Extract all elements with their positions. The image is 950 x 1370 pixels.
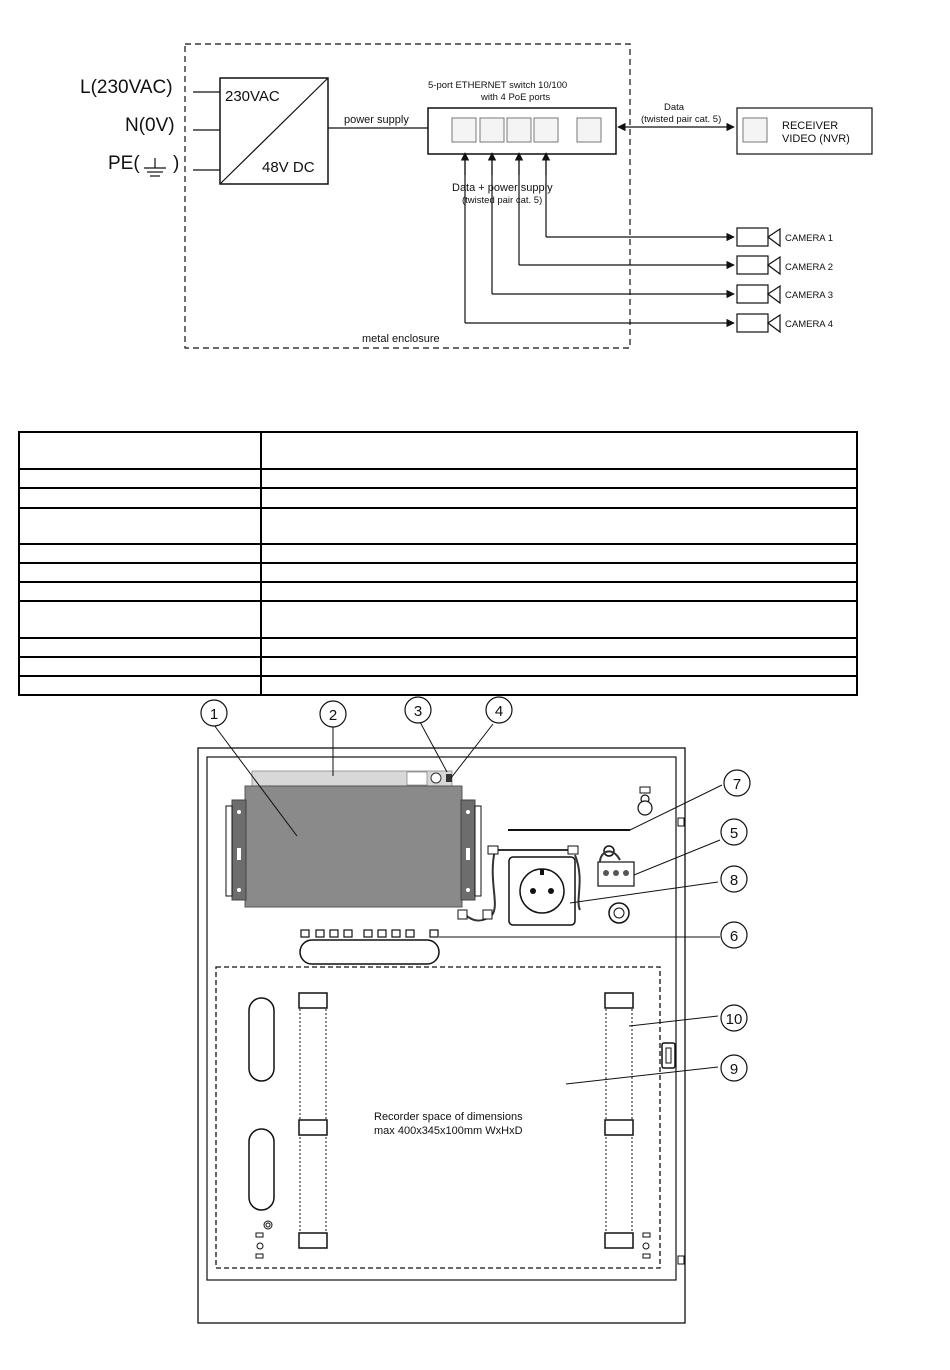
psu-switch-module [244,785,463,908]
recorder-label-2: max 400x345x100mm WxHxD [374,1125,523,1137]
power-supply-label: power supply [344,114,409,126]
recorder-strap-right [604,992,634,1249]
callout-1: 1 [210,706,218,723]
table-row [18,655,858,677]
specification-table [18,430,858,697]
callout-5: 5 [730,825,738,842]
table-row [18,542,858,564]
enclosure-label: metal enclosure [362,333,440,345]
camera-1-label: CAMERA 1 [785,233,833,244]
psu-ac-label: 230VAC [225,88,280,105]
ventilation-slot [248,997,275,1082]
rj45-port-icon [533,117,559,143]
callout-8: 8 [730,872,738,889]
callout-circles [200,696,751,1082]
ethernet-switch [427,107,617,155]
table-row [18,636,858,658]
nvr-receiver: RECEIVER VIDEO (NVR) [736,107,873,155]
data-label-1: Data [664,102,685,113]
callout-7: 7 [733,776,741,793]
enclosure-drawing: Recorder space of dimensions max 400x345… [197,696,751,1324]
rj45-port-icon [451,117,477,143]
power-led [446,774,452,782]
psu-label-sticker [406,771,428,786]
table-row [18,561,858,584]
switch-title-1: 5-port ETHERNET switch 10/100 [428,80,567,91]
psu-block: 230VAC 48V DC [219,77,329,185]
callout-4: 4 [495,703,503,720]
camera-3-label: CAMERA 3 [785,290,833,301]
hanging-hole-icon [637,794,653,816]
camera-icon [736,227,781,334]
rj45-port-icon [742,117,768,143]
psu-dc-label: 48V DC [262,159,315,176]
input-l-label: L(230VAC) [80,77,173,98]
cable-tie-holders [300,929,439,938]
recorder-space [215,966,661,1269]
recorder-label-1: Recorder space of dimensions [374,1111,523,1123]
callout-10: 10 [726,1011,743,1028]
table-row [18,674,858,697]
input-n-label: N(0V) [125,115,175,136]
data-label-2: (twisted pair cat. 5) [641,114,721,125]
recorder-strap-left [298,992,328,1249]
callout-3: 3 [414,703,422,720]
camera-4-label: CAMERA 4 [785,319,833,330]
poe-label-1: Data + power supply [452,182,553,194]
table-row [18,506,858,545]
input-pe-label: PE( [108,153,140,174]
callout-2: 2 [329,707,337,724]
mains-wire [574,850,621,911]
poe-label-2: (twisted pair cat. 5) [462,195,542,206]
voltage-adjust-potentiometer [430,772,442,784]
table-row [18,487,858,509]
callout-6: 6 [730,928,738,945]
camera-2-label: CAMERA 2 [785,262,833,273]
table-row [18,600,858,639]
rj45-port-icon [576,117,602,143]
metal-enclosure-boundary [184,43,631,349]
table-row [18,468,858,490]
input-pe-close: ) [173,153,179,174]
receiver-label-1: RECEIVER [782,120,838,132]
cable-pass-slot [299,939,440,965]
ground-icon [144,158,166,177]
table-row [18,430,858,471]
switch-title-2: with 4 PoE ports [480,92,550,103]
rj45-port-icon [506,117,532,143]
rj45-port-icon [479,117,505,143]
block-diagram: metal enclosure L(230VAC) N(0V) PE( ) 23… [80,43,873,349]
callout-9: 9 [730,1061,738,1078]
ventilation-slot [248,1128,275,1211]
receiver-label-2: VIDEO (NVR) [782,133,850,145]
table-row [18,581,858,603]
